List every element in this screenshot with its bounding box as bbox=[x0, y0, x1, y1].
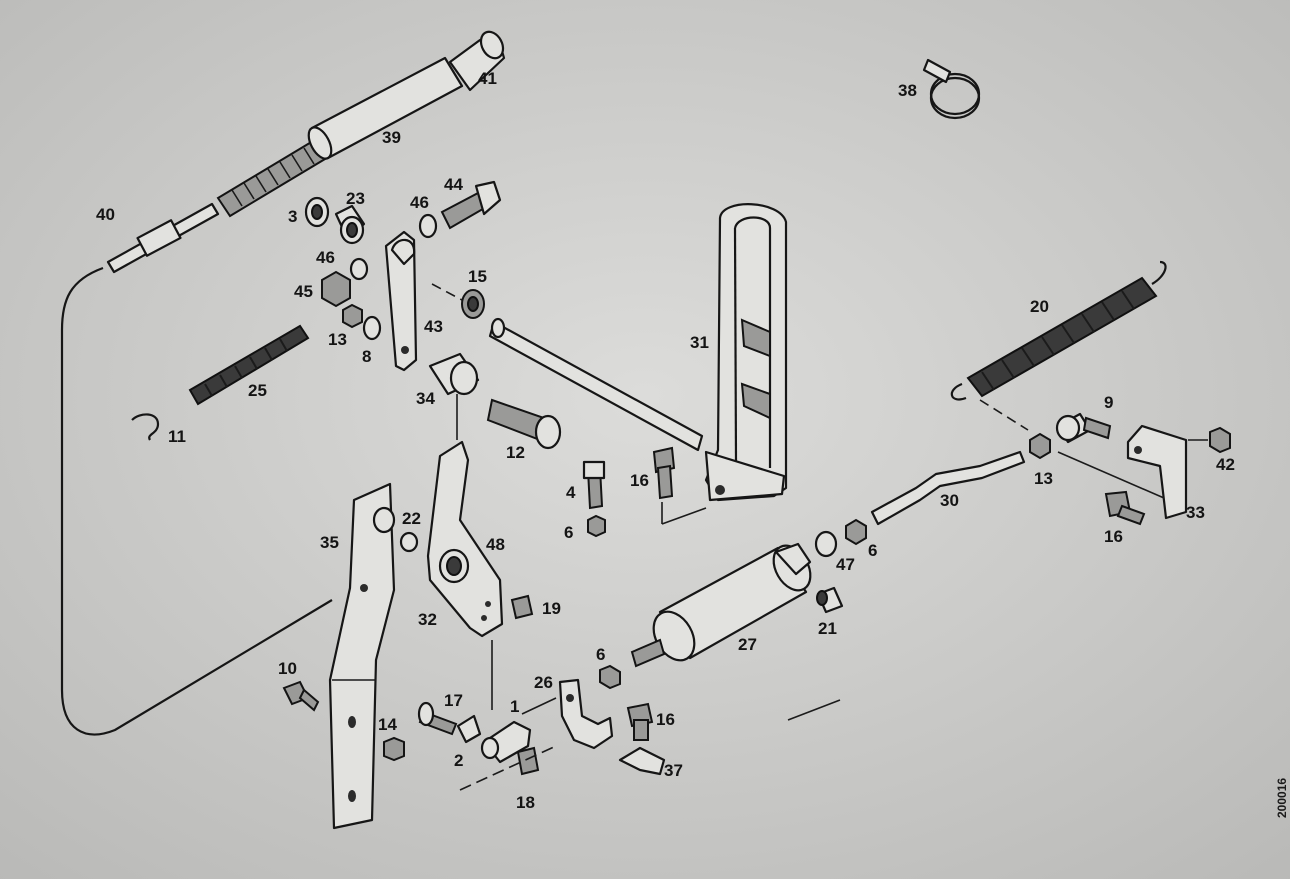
label-41: 41 bbox=[478, 69, 497, 88]
left-hardware-cluster bbox=[131, 196, 382, 441]
label-46-top: 46 bbox=[410, 193, 429, 212]
label-14: 14 bbox=[378, 715, 397, 734]
label-11: 11 bbox=[168, 427, 186, 446]
label-31: 31 bbox=[690, 333, 709, 352]
label-8: 8 bbox=[362, 347, 371, 366]
label-9: 9 bbox=[1104, 393, 1113, 412]
label-16-right: 16 bbox=[1104, 527, 1123, 546]
label-35: 35 bbox=[320, 533, 339, 552]
lever-and-bolts bbox=[384, 180, 502, 372]
label-16-bottom: 16 bbox=[656, 710, 675, 729]
label-2: 2 bbox=[454, 751, 463, 770]
center-bolts bbox=[582, 446, 676, 538]
arm-plate bbox=[426, 440, 534, 710]
bottom-cluster bbox=[282, 664, 666, 791]
label-1: 1 bbox=[510, 697, 519, 716]
label-40: 40 bbox=[96, 205, 115, 224]
label-6-bottom: 6 bbox=[596, 645, 605, 664]
label-46-left: 46 bbox=[316, 248, 335, 267]
label-26: 26 bbox=[534, 673, 553, 692]
label-44: 44 bbox=[444, 175, 463, 194]
label-37: 37 bbox=[664, 761, 683, 780]
label-32: 32 bbox=[418, 610, 437, 629]
lever-plate bbox=[328, 482, 419, 830]
label-43: 43 bbox=[424, 317, 443, 336]
cable-ferrule bbox=[136, 219, 182, 257]
label-16-center: 16 bbox=[630, 471, 649, 490]
pedal-assembly bbox=[488, 203, 788, 525]
catalog-code: 200016 bbox=[1275, 778, 1289, 818]
tension-spring bbox=[950, 260, 1167, 401]
label-18: 18 bbox=[516, 793, 535, 812]
label-20: 20 bbox=[1030, 297, 1049, 316]
bushing-and-pin bbox=[428, 352, 562, 450]
label-15: 15 bbox=[468, 267, 487, 286]
label-47: 47 bbox=[836, 555, 855, 574]
label-21: 21 bbox=[818, 619, 837, 638]
label-10: 10 bbox=[278, 659, 297, 678]
label-3: 3 bbox=[288, 207, 297, 226]
rod-and-bracket bbox=[870, 399, 1231, 526]
label-25: 25 bbox=[248, 381, 267, 400]
part-labels: 41 39 38 40 3 23 46 44 46 45 15 13 8 43 … bbox=[96, 69, 1235, 812]
label-39: 39 bbox=[382, 128, 401, 147]
cable-assembly-parts bbox=[60, 30, 506, 736]
label-6-center: 6 bbox=[564, 523, 573, 542]
label-13-left: 13 bbox=[328, 330, 347, 349]
label-34: 34 bbox=[416, 389, 435, 408]
label-48: 48 bbox=[486, 535, 505, 554]
label-12: 12 bbox=[506, 443, 525, 462]
label-19: 19 bbox=[542, 599, 561, 618]
label-23: 23 bbox=[346, 189, 365, 208]
label-30: 30 bbox=[940, 491, 959, 510]
label-22: 22 bbox=[402, 509, 421, 528]
label-42: 42 bbox=[1216, 455, 1235, 474]
hose-clamp bbox=[922, 58, 981, 120]
label-4: 4 bbox=[566, 483, 576, 502]
damper-cylinder bbox=[630, 518, 867, 721]
cable-wire bbox=[60, 266, 333, 736]
label-45: 45 bbox=[294, 282, 313, 301]
label-27: 27 bbox=[738, 635, 757, 654]
label-6-right: 6 bbox=[868, 541, 877, 560]
label-38: 38 bbox=[898, 81, 917, 100]
label-13-right: 13 bbox=[1034, 469, 1053, 488]
label-17: 17 bbox=[444, 691, 463, 710]
label-33: 33 bbox=[1186, 503, 1205, 522]
